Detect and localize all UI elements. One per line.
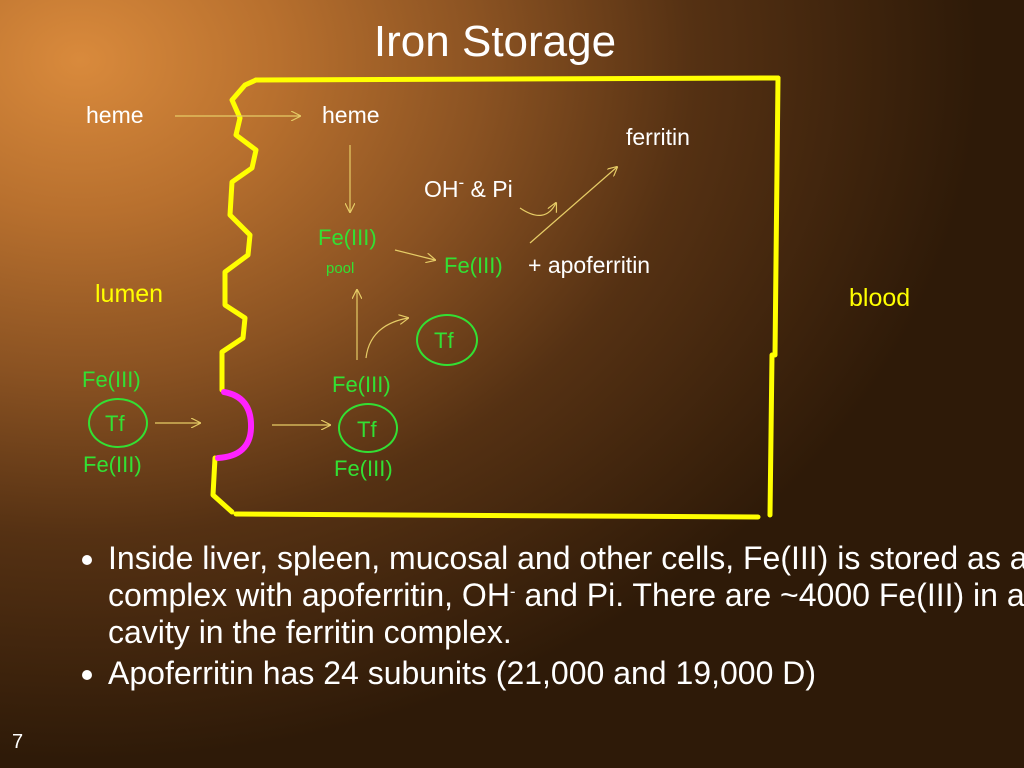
fe-cell-top-label: Fe(III) bbox=[332, 372, 391, 397]
bullet-text: Inside liver, spleen, mucosal and other … bbox=[108, 540, 1024, 613]
fe-apoferritin-label: Fe(III) bbox=[444, 253, 503, 278]
bottom-membrane bbox=[233, 511, 761, 520]
transferrin-circle-lumen bbox=[88, 398, 148, 448]
transferrin-circle-top bbox=[416, 314, 478, 366]
bullet-item: Inside liver, spleen, mucosal and other … bbox=[108, 540, 1024, 651]
pi-text: & Pi bbox=[464, 176, 513, 202]
oh-pi-arrow bbox=[519, 203, 556, 216]
bullet-item: Apoferritin has 24 subunits (21,000 and … bbox=[108, 655, 1024, 692]
fe-pool-label: Fe(III) bbox=[318, 225, 377, 250]
tf-release-arrow bbox=[365, 318, 408, 359]
heme-lumen-label: heme bbox=[86, 102, 144, 128]
bullet-list: Inside liver, spleen, mucosal and other … bbox=[62, 540, 1024, 692]
pool-label: pool bbox=[326, 260, 355, 277]
fe-lumen-bottom-label: Fe(III) bbox=[83, 452, 142, 477]
bullet-text: Apoferritin has 24 subunits (21,000 and … bbox=[108, 655, 817, 691]
tf-cell-label: Tf bbox=[357, 417, 377, 442]
oh-pi-label: OH- & Pi bbox=[424, 174, 513, 202]
right-membrane bbox=[772, 75, 781, 358]
cell-membrane bbox=[210, 75, 781, 520]
lumen-label: lumen bbox=[95, 280, 164, 308]
bullet-text-continued: and Pi. There are ~4000 Fe(III) in a cav… bbox=[108, 577, 1024, 650]
bullet-superscript: - bbox=[509, 582, 516, 601]
tf-lumen-label: Tf bbox=[105, 411, 125, 436]
transporter bbox=[215, 389, 255, 461]
slide-title: Iron Storage bbox=[373, 17, 617, 66]
apoferritin-to-ferritin-arrow bbox=[529, 167, 617, 244]
apical-membrane bbox=[219, 77, 259, 393]
transferrin-circle-cell bbox=[338, 403, 398, 453]
tf-top-label: Tf bbox=[434, 328, 454, 353]
top-membrane bbox=[253, 75, 781, 83]
blood-label: blood bbox=[849, 284, 911, 312]
slide-number: 7 bbox=[12, 731, 24, 753]
right-membrane-lower bbox=[767, 352, 775, 518]
apical-membrane-lower bbox=[210, 455, 235, 515]
fe-lumen-top-label: Fe(III) bbox=[82, 367, 141, 392]
fe-cell-bottom-label: Fe(III) bbox=[334, 456, 393, 481]
ferritin-label: ferritin bbox=[626, 124, 690, 150]
oh-superscript: - bbox=[458, 173, 465, 192]
oh-text: OH bbox=[424, 176, 459, 202]
heme-cell-label: heme bbox=[322, 102, 380, 128]
pool-to-apoferritin-arrow bbox=[394, 249, 435, 260]
apoferritin-label: + apoferritin bbox=[528, 252, 651, 278]
